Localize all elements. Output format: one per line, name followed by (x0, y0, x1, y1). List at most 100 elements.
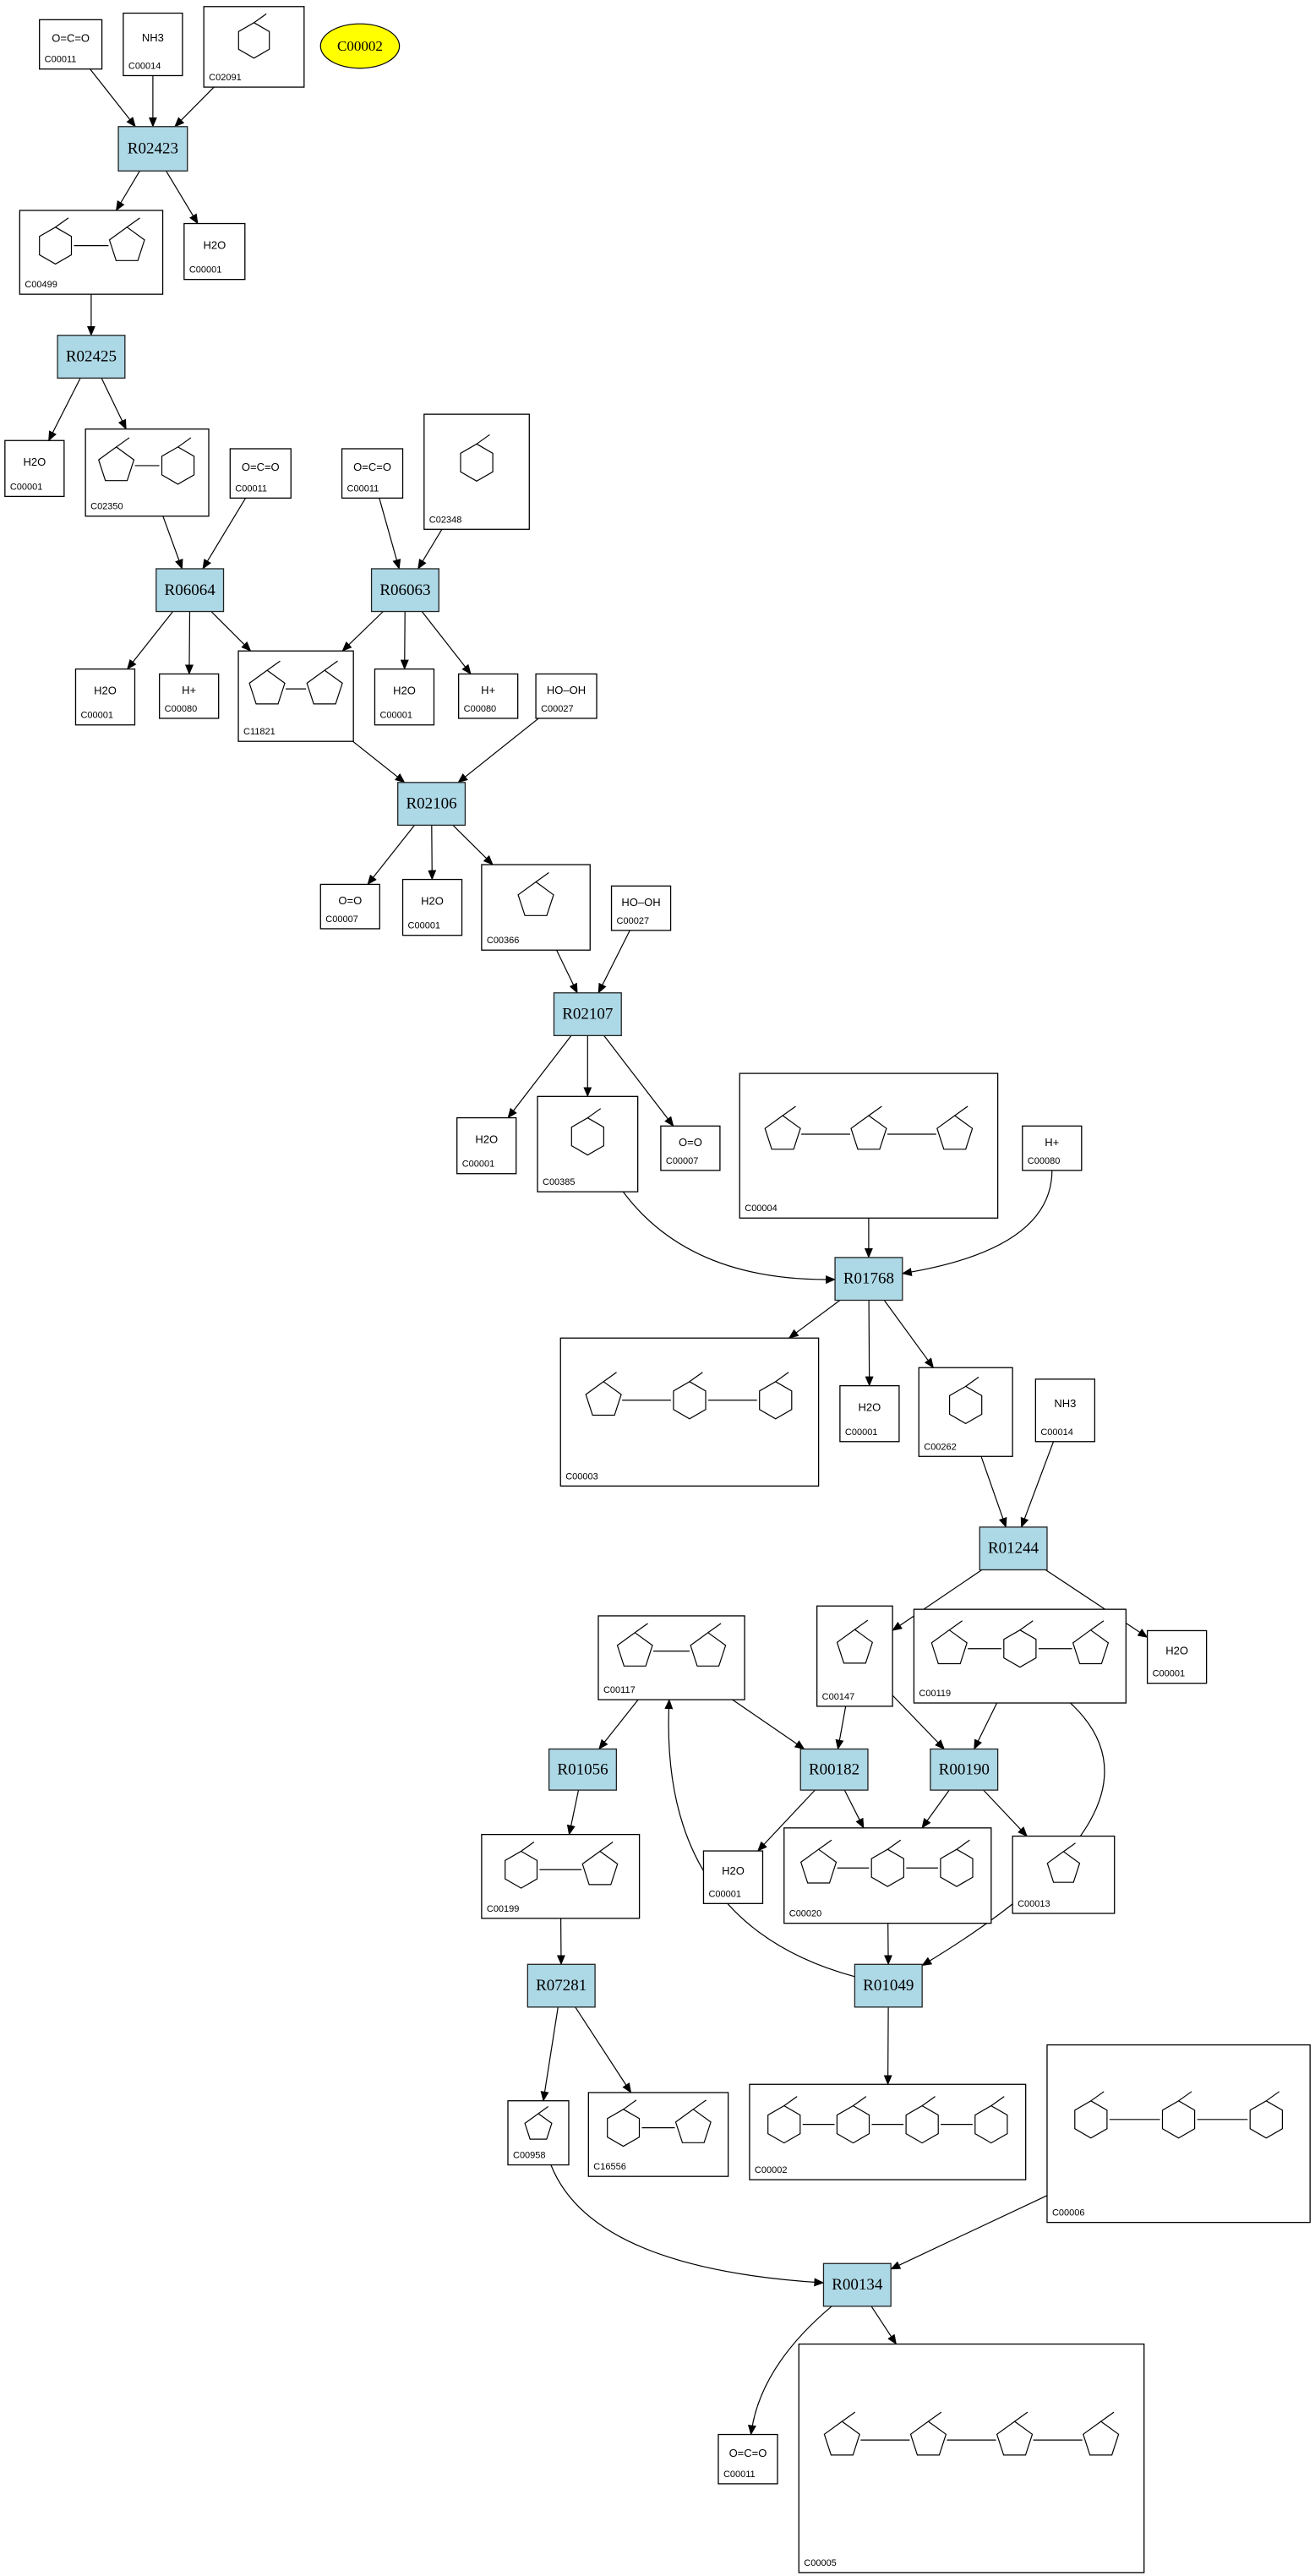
reaction-box (370, 568, 439, 613)
edge-R01244-n33 (1045, 1569, 1149, 1638)
edge-R01049-n40 (883, 2006, 892, 2086)
compound-c00013[interactable]: C00013 (1012, 1835, 1116, 1914)
compound-id: C00003 (565, 1471, 598, 1482)
compound-c00262[interactable]: C00262 (918, 1367, 1013, 1457)
reaction-r00182[interactable]: R00182 (799, 1748, 869, 1791)
edge-R00134-n43 (870, 2306, 897, 2345)
compound-box (401, 878, 463, 936)
compound-c11821[interactable]: C11821 (237, 650, 354, 742)
reaction-r01768[interactable]: R01768 (834, 1257, 903, 1302)
reaction-r00190[interactable]: R00190 (930, 1748, 999, 1791)
reaction-r02106[interactable]: R02106 (397, 782, 467, 827)
compound-c00001[interactable]: H2O C00001 (702, 1850, 764, 1904)
structure-drawing (39, 217, 145, 265)
reaction-r00134[interactable]: R00134 (822, 2262, 892, 2307)
reaction-r02107[interactable]: R02107 (553, 992, 622, 1037)
compound-formula: H2O (475, 1132, 498, 1145)
compound-c00020[interactable]: C00020 (783, 1827, 992, 1924)
structure-drawing (799, 1839, 974, 1887)
compound-id: C00001 (462, 1160, 495, 1170)
reaction-box (117, 126, 188, 172)
compound-box (1034, 1378, 1096, 1443)
structure-drawing (764, 1105, 974, 1150)
compound-formula: O=C=O (729, 2447, 767, 2459)
reaction-box (834, 1257, 903, 1302)
compound-c00147[interactable]: C00147 (816, 1605, 893, 1707)
compound-c00005[interactable]: C00005 (798, 2343, 1145, 2573)
edge-R06063-n15 (421, 611, 472, 675)
edge-n7-R06064 (162, 516, 183, 570)
compound-id: C00001 (708, 1889, 741, 1899)
compound-id: C00080 (1028, 1156, 1061, 1166)
compound-c00958[interactable]: C00958 (507, 2100, 570, 2166)
compound-c00366[interactable]: C00366 (481, 864, 591, 951)
compound-c00117[interactable]: C00117 (597, 1615, 745, 1700)
compound-c02091[interactable]: C02091 (203, 6, 305, 88)
reaction-box (156, 568, 225, 613)
compound-box (718, 2433, 778, 2485)
compound-formula: H2O (722, 1864, 745, 1877)
reaction-r02425[interactable]: R02425 (57, 335, 126, 379)
edge-n38-R00134 (550, 2164, 825, 2287)
compound-c00004[interactable]: C00004 (739, 1072, 999, 1219)
edge-n41-R00134 (890, 2195, 1048, 2270)
compound-id: C00001 (10, 482, 43, 492)
reaction-r07281[interactable]: R07281 (527, 1963, 596, 2008)
compound-id: C00014 (128, 61, 161, 71)
reaction-r01244[interactable]: R01244 (979, 1526, 1048, 1571)
reaction-r06064[interactable]: R06064 (156, 568, 225, 613)
edge-R02423-n4 (115, 170, 140, 211)
compound-c00080[interactable]: H+C00080 (458, 673, 519, 719)
structure-drawing (460, 434, 494, 482)
compound-c00080[interactable]: H+C00080 (159, 673, 220, 719)
compound-c02348[interactable]: C02348 (423, 413, 530, 530)
reaction-box (979, 1526, 1048, 1571)
compound-c00385[interactable]: C00385 (537, 1095, 639, 1192)
compound-id: C00027 (541, 704, 574, 714)
compound-c00003[interactable]: C00003 (559, 1337, 820, 1487)
compound-c00006[interactable]: C00006 (1046, 2044, 1311, 2224)
edge-R02107-n23 (603, 1035, 674, 1127)
structure-drawing (1074, 2091, 1284, 2139)
edge-n30-R00182 (732, 1699, 805, 1750)
edge-n3-R02423 (174, 86, 215, 128)
reaction-r02423[interactable]: R02423 (117, 126, 188, 172)
edge-n29-R01244 (1020, 1441, 1055, 1528)
compound-box (918, 1367, 1013, 1457)
reaction-label: R02106 (406, 795, 456, 813)
compound-c00002[interactable]: C00002 (749, 2083, 1027, 2180)
compound-c02350[interactable]: C02350 (85, 428, 210, 517)
compound-c00119[interactable]: C00119 (913, 1608, 1127, 1704)
compound-id: C00011 (45, 55, 77, 65)
reaction-r06063[interactable]: R06063 (370, 568, 439, 613)
compound-c16556[interactable]: C16556 (587, 2092, 729, 2177)
compound-c00499[interactable]: C00499 (19, 210, 164, 295)
compound-c00080[interactable]: H+C00080 (1022, 1125, 1083, 1171)
compound-id: C00001 (845, 1427, 878, 1438)
reaction-r01049[interactable]: R01049 (854, 1963, 923, 2008)
compound-c00001[interactable]: H2O C00001 (456, 1116, 517, 1175)
compound-box (85, 428, 210, 517)
highlight-compound[interactable]: C00002 (319, 23, 401, 69)
compound-c00199[interactable]: C00199 (481, 1833, 641, 1919)
structure-drawing (585, 1372, 793, 1420)
reaction-r01056[interactable]: R01056 (548, 1748, 618, 1791)
